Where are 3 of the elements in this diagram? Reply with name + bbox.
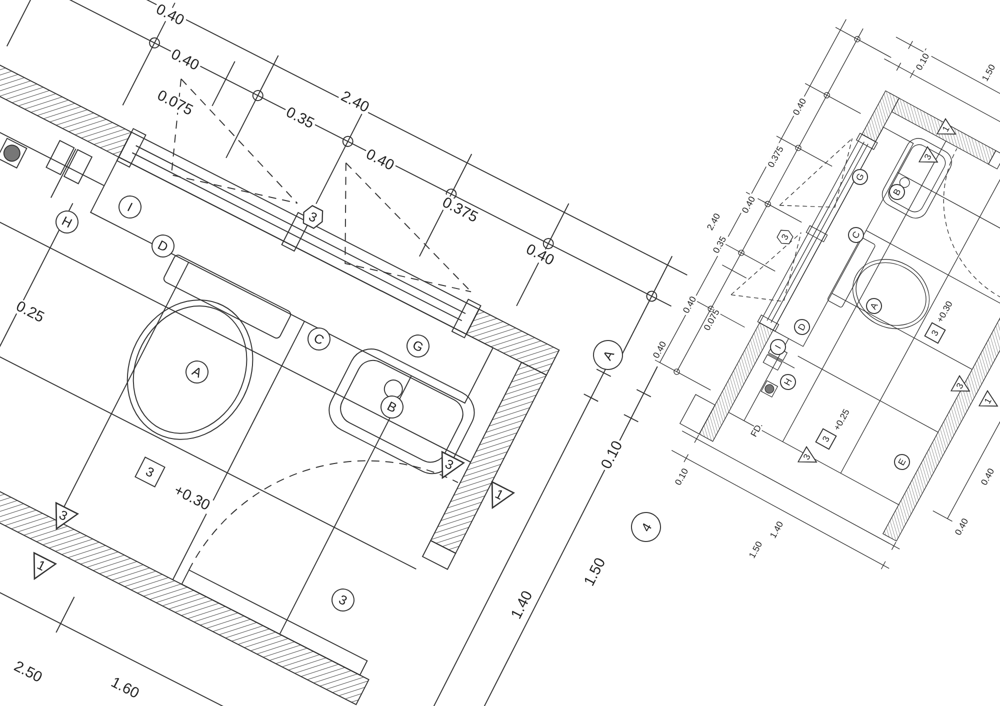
material-tag: 3 <box>134 456 166 488</box>
dimension-label: 0.40 <box>680 293 700 317</box>
dimension-label: 0.35 <box>710 233 730 257</box>
